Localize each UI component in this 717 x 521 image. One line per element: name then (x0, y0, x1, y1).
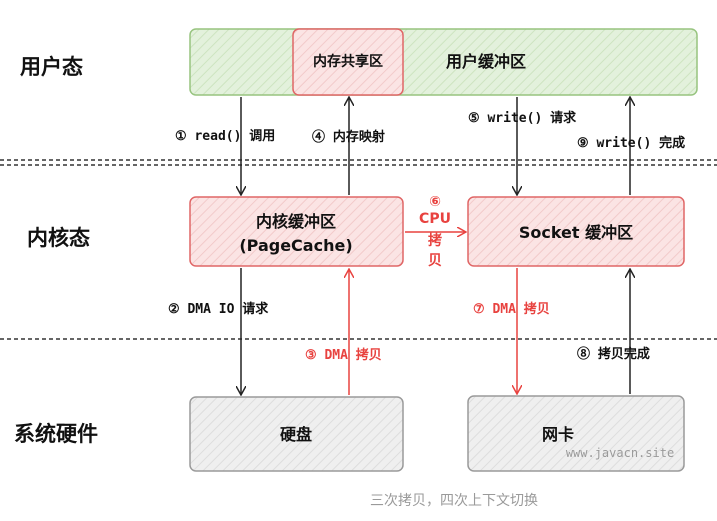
level-label-user: 用户态 (20, 55, 83, 79)
diagram-caption: 三次拷贝，四次上下文切换 (370, 492, 538, 509)
step-label-read-call: ① read() 调用 (175, 129, 275, 144)
level-label-kernel: 内核态 (27, 226, 90, 250)
separator-user-kernel (0, 159, 717, 166)
step-label-dma-io-request: ② DMA IO 请求 (168, 301, 269, 317)
step-label-memory-map: ④ 内存映射 (312, 129, 385, 145)
kernel-buffer-box (189, 196, 404, 267)
socket-buffer-box (467, 196, 685, 267)
step-label-cpu-copy-char1: 拷 (428, 232, 442, 249)
level-label-hardware: 系统硬件 (14, 422, 98, 446)
kernel-buffer-sublabel: (PageCache) (239, 236, 352, 255)
nic-box (467, 395, 685, 472)
disk-label: 硬盘 (280, 425, 312, 444)
socket-buffer-label: Socket 缓冲区 (519, 223, 633, 242)
step-label-cpu-copy-char2: 贝 (428, 253, 442, 269)
shared-memory-label: 内存共享区 (313, 53, 383, 70)
step-label-cpu-copy-cpu: CPU (419, 211, 451, 227)
shared-memory-box (292, 28, 404, 96)
step-label-dma-copy-nic: ⑦ DMA 拷贝 (473, 301, 550, 317)
step-label-dma-copy-disk: ③ DMA 拷贝 (305, 347, 382, 363)
step-label-copy-done: ⑧ 拷贝完成 (577, 346, 650, 362)
user-buffer-label: 用户缓冲区 (446, 52, 526, 71)
step-label-write-done: ⑨ write() 完成 (577, 135, 685, 151)
step-label-write-request: ⑤ write() 请求 (468, 110, 577, 126)
nic-label: 网卡 (542, 425, 574, 444)
user-buffer-box (189, 28, 698, 96)
watermark: www.javacn.site (566, 446, 674, 460)
kernel-buffer-label: 内核缓冲区 (256, 212, 336, 231)
step-label-cpu-copy-number: ⑥ (429, 194, 441, 210)
disk-box (189, 396, 404, 472)
